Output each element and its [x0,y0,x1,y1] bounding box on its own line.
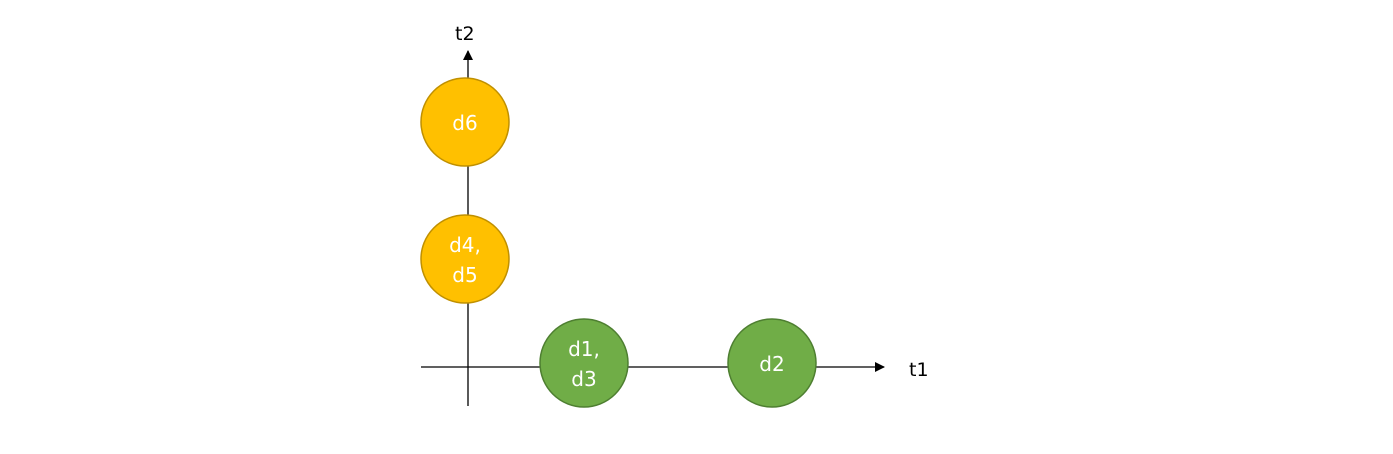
node-d6-label: d6 [452,111,477,135]
x-axis-label: t1 [909,359,929,381]
node-d1-d3-circle [539,318,629,408]
node-d4-d5-label-line2: d5 [452,263,477,287]
node-d6-circle [420,77,510,167]
node-d4-d5-label-line1: d4, [449,233,481,257]
node-d4-d5-circle [420,214,510,304]
node-d2-label: d2 [759,352,784,376]
node-d1-d3-label-line1: d1, [568,337,600,361]
y-axis-label: t2 [455,23,475,45]
node-d2-circle [727,318,817,408]
node-d6: d6 [420,77,510,167]
node-d4-d5: d4, d5 [420,214,510,304]
node-d2: d2 [727,318,817,408]
node-d1-d3: d1, d3 [539,318,629,408]
node-d1-d3-label-line2: d3 [571,367,596,391]
